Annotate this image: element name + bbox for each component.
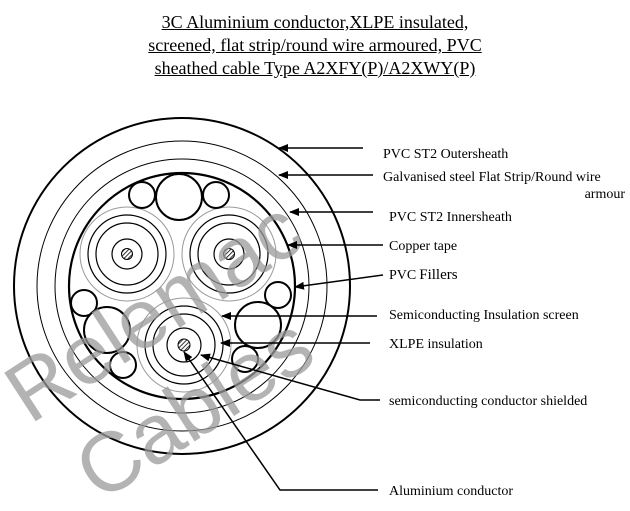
- watermark: Relemac Cables: [0, 181, 329, 511]
- armour-ring-outer: [36, 140, 328, 432]
- label-fillers-pre: PVC: [389, 268, 416, 283]
- label-conductor-shield: semiconducting conductor shielded: [389, 394, 587, 409]
- label-armour: Galvanised steel Flat Strip/Round wire: [383, 170, 601, 185]
- armour-ring-inner: [54, 158, 310, 414]
- outersheath-ring: [13, 117, 351, 455]
- leader-lines: [183, 144, 384, 491]
- label-outersheath: PVC ST2 Outersheath: [383, 147, 508, 162]
- label-fillers-main: Fillers: [419, 267, 457, 283]
- diagram-title: 3C Aluminium conductor,XLPE insulated, s…: [0, 11, 630, 80]
- label-copper-tape: Copper tape: [389, 239, 457, 254]
- title-line-3: sheathed cable Type A2XFY(P)/A2XWY(P): [154, 58, 476, 78]
- label-xlpe: XLPE insulation: [389, 337, 483, 352]
- label-insulation-screen: Semiconducting Insulation screen: [389, 308, 579, 323]
- label-innersheath: PVC ST2 Innersheath: [389, 210, 512, 225]
- core-left: [79, 206, 175, 302]
- fillers: [70, 173, 292, 379]
- title-line-2: screened, flat strip/round wire armoured…: [148, 35, 482, 55]
- core-right: [181, 206, 277, 302]
- label-conductor: Aluminium conductor: [389, 484, 513, 499]
- title-line-1: 3C Aluminium conductor,XLPE insulated,: [161, 12, 469, 32]
- label-armour-cont: armour: [585, 187, 626, 202]
